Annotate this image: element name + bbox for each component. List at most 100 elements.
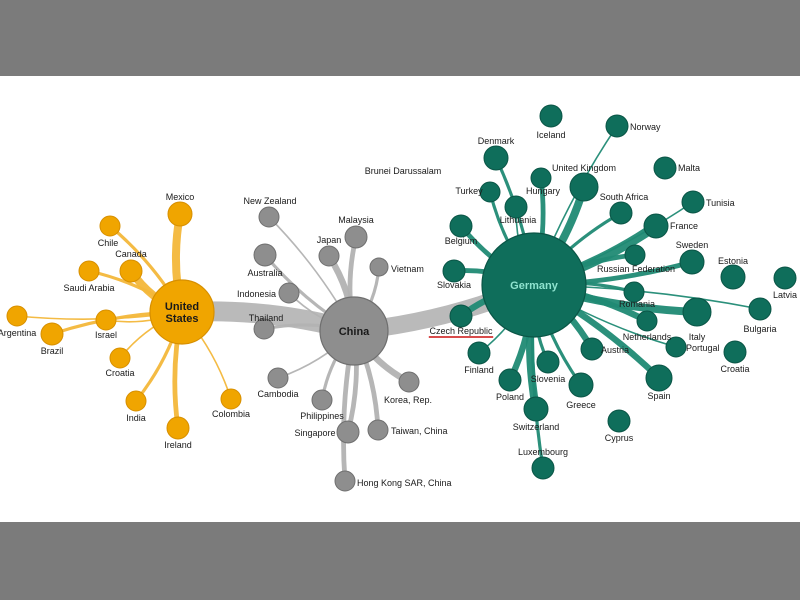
label-uk: United Kingdom (552, 163, 616, 173)
node-hongkong[interactable] (334, 470, 356, 492)
node-singapore[interactable] (336, 420, 360, 444)
hub-us[interactable] (149, 279, 215, 345)
node-turkey[interactable] (479, 181, 501, 203)
node-layer (6, 104, 797, 492)
node-australia[interactable] (253, 243, 277, 267)
hub-label-us: States (165, 313, 198, 325)
label-korea: Korea, Rep. (384, 395, 432, 405)
label-mexico: Mexico (166, 192, 195, 202)
node-bulgaria[interactable] (748, 297, 772, 321)
node-canada[interactable] (119, 259, 143, 283)
node-slovakia[interactable] (442, 259, 466, 283)
label-saudi: Saudi Arabia (63, 283, 114, 293)
label-russia: Russian Federation (597, 264, 675, 274)
label-belgium: Belgium (445, 236, 478, 246)
hub-label-us: United (165, 301, 199, 313)
label-philippines: Philippines (300, 411, 344, 421)
label-brazil: Brazil (41, 346, 64, 356)
node-norway[interactable] (605, 114, 629, 138)
label-southafrica: South Africa (600, 192, 649, 202)
node-poland[interactable] (498, 368, 522, 392)
label-portugal: Portugal (686, 343, 720, 353)
label-italy: Italy (689, 332, 706, 342)
label-brunei: Brunei Darussalam (365, 166, 442, 176)
label-iceland: Iceland (536, 130, 565, 140)
node-hungary[interactable] (530, 167, 552, 189)
label-colombia: Colombia (212, 409, 250, 419)
node-italy[interactable] (682, 297, 712, 327)
node-spain[interactable] (645, 364, 673, 392)
node-japan[interactable] (318, 245, 340, 267)
node-belgium[interactable] (449, 214, 473, 238)
node-croatia_us[interactable] (109, 347, 131, 369)
node-estonia[interactable] (720, 264, 746, 290)
label-estonia: Estonia (718, 256, 748, 266)
label-taiwan: Taiwan, China (391, 426, 448, 436)
node-russia[interactable] (624, 244, 646, 266)
node-tunisia[interactable] (681, 190, 705, 214)
node-iceland[interactable] (539, 104, 563, 128)
node-uk[interactable] (569, 172, 599, 202)
label-croatia_de: Croatia (720, 364, 749, 374)
node-malta[interactable] (653, 156, 677, 180)
hub-de[interactable] (481, 232, 587, 338)
node-croatia_de[interactable] (723, 340, 747, 364)
label-sweden: Sweden (676, 240, 709, 250)
node-saudi[interactable] (78, 260, 100, 282)
node-chile[interactable] (99, 215, 121, 237)
node-cyprus[interactable] (607, 409, 631, 433)
node-mexico[interactable] (167, 201, 193, 227)
node-finland[interactable] (467, 341, 491, 365)
label-slovenia: Slovenia (531, 374, 566, 384)
node-argentina[interactable] (6, 305, 28, 327)
node-czech[interactable] (449, 304, 473, 328)
node-slovenia[interactable] (536, 350, 560, 374)
label-israel: Israel (95, 330, 117, 340)
node-greece[interactable] (568, 372, 594, 398)
node-denmark[interactable] (483, 145, 509, 171)
node-taiwan[interactable] (367, 419, 389, 441)
node-indonesia[interactable] (278, 282, 300, 304)
node-portugal[interactable] (665, 336, 687, 358)
node-colombia[interactable] (220, 388, 242, 410)
node-austria[interactable] (580, 337, 604, 361)
label-argentina: Argentina (0, 328, 36, 338)
label-romania: Romania (619, 299, 655, 309)
label-austria: Austria (601, 345, 629, 355)
label-switzerland: Switzerland (513, 422, 560, 432)
label-hungary: Hungary (526, 186, 561, 196)
node-india[interactable] (125, 390, 147, 412)
label-latvia: Latvia (773, 290, 797, 300)
label-chile: Chile (98, 238, 119, 248)
label-lithuania: Lithuania (500, 215, 537, 225)
node-romania[interactable] (623, 281, 645, 303)
node-ireland[interactable] (166, 416, 190, 440)
node-thailand[interactable] (253, 318, 275, 340)
label-denmark: Denmark (478, 136, 515, 146)
label-slovakia: Slovakia (437, 280, 471, 290)
node-israel[interactable] (95, 309, 117, 331)
hub-cn[interactable] (319, 296, 389, 366)
label-vietnam: Vietnam (391, 264, 424, 274)
node-switzerland[interactable] (523, 396, 549, 422)
node-philippines[interactable] (311, 389, 333, 411)
label-canada: Canada (115, 249, 147, 259)
node-sweden[interactable] (679, 249, 705, 275)
node-korea[interactable] (398, 371, 420, 393)
node-netherlands[interactable] (636, 310, 658, 332)
label-netherlands: Netherlands (623, 332, 672, 342)
label-tunisia: Tunisia (706, 198, 735, 208)
label-malaysia: Malaysia (338, 215, 374, 225)
node-nz[interactable] (258, 206, 280, 228)
node-france[interactable] (643, 213, 669, 239)
label-poland: Poland (496, 392, 524, 402)
node-brazil[interactable] (40, 322, 64, 346)
node-cambodia[interactable] (267, 367, 289, 389)
node-lithuania[interactable] (504, 195, 528, 219)
node-southafrica[interactable] (609, 201, 633, 225)
node-malaysia[interactable] (344, 225, 368, 249)
node-vietnam[interactable] (369, 257, 389, 277)
node-luxembourg[interactable] (531, 456, 555, 480)
node-latvia[interactable] (773, 266, 797, 290)
